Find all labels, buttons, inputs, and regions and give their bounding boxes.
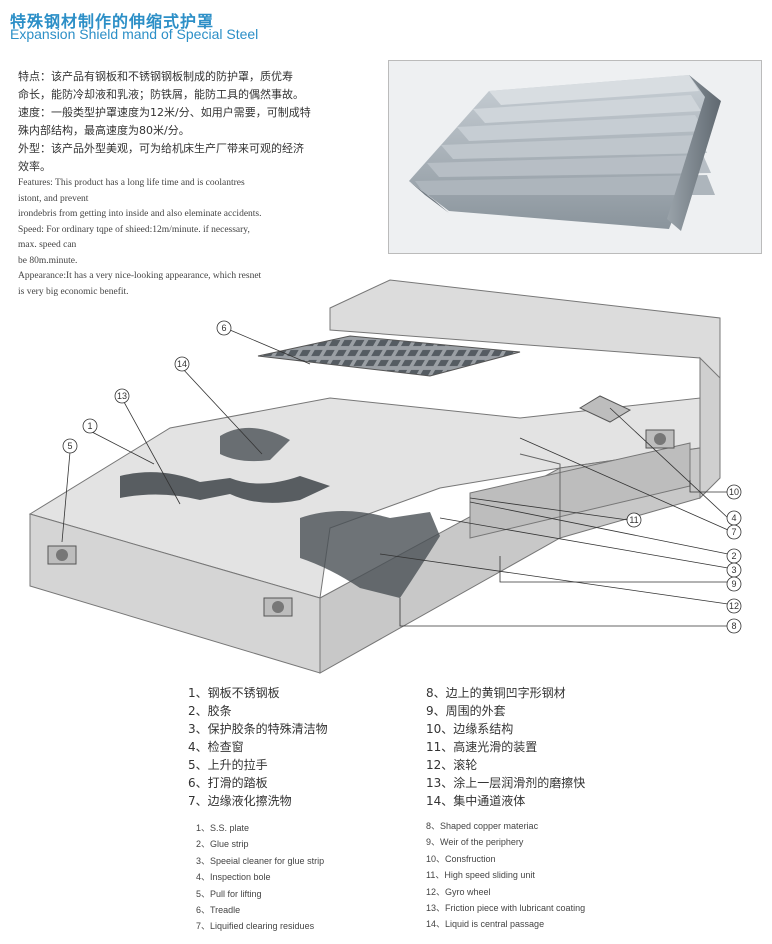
callout-8: 8: [726, 618, 742, 634]
list-item: 9、周围的外套: [426, 704, 506, 718]
intro-cn-line: 殊内部结构，最高速度为80米/分。: [18, 124, 190, 137]
callout-2: 2: [726, 548, 742, 564]
callout-1: 1: [82, 418, 98, 434]
list-item: 6、Treadle: [196, 905, 241, 916]
list-item: 7、边缘液化擦洗物: [188, 794, 292, 808]
intro-en-line: Features: This product has a long life t…: [18, 178, 245, 188]
svg-text:2: 2: [731, 551, 736, 561]
intro-cn-line: 速度：一般类型护罩速度为12米/分、如用户需要，可制成特: [18, 106, 311, 119]
telescopic-cover-illustration: [389, 61, 761, 253]
svg-text:13: 13: [117, 391, 127, 401]
callout-13: 13: [114, 388, 130, 404]
callout-9: 9: [726, 576, 742, 592]
svg-text:12: 12: [729, 601, 739, 611]
list-item: 14、Liquid is central passage: [426, 919, 545, 930]
intro-en-line: max. speed can: [18, 240, 77, 250]
list-item: 14、集中通道液体: [426, 794, 526, 808]
list-item: 8、边上的黄铜凹字形钢材: [426, 686, 566, 700]
list-item: 3、保护胶条的特殊清洁物: [188, 722, 328, 736]
intro-cn-line: 命长，能防冷却液和乳液；防铁屑，能防工具的偶然事故。: [18, 88, 304, 101]
svg-text:9: 9: [731, 579, 736, 589]
callout-3: 3: [726, 562, 742, 578]
list-item: 3、Speeial cleaner for glue strip: [196, 855, 325, 866]
list-item: 11、High speed sliding unit: [426, 870, 535, 881]
list-item: 11、高速光滑的装置: [426, 740, 538, 754]
callout-10: 10: [726, 484, 742, 500]
svg-text:3: 3: [731, 565, 736, 575]
list-item: 10、边缘系结构: [426, 722, 514, 736]
page-subtitle: Expansion Shield mand of Special Steel: [10, 26, 259, 42]
svg-text:14: 14: [177, 359, 187, 369]
svg-text:11: 11: [629, 515, 638, 525]
callout-12: 12: [726, 598, 742, 614]
list-item: 6、打滑的踏板: [188, 776, 268, 790]
intro-text: 特点：该产品有钢板和不锈钢钢板制成的防护罩，质优寿 命长，能防冷却液和乳液；防铁…: [18, 68, 370, 300]
list-item: 4、检查窗: [188, 740, 244, 754]
svg-text:6: 6: [221, 323, 226, 333]
intro-en-line: Appearance:It has a very nice-looking ap…: [18, 271, 262, 281]
svg-text:4: 4: [731, 513, 736, 523]
page-title: 特殊钢材制作的伸缩式护罩: [10, 12, 215, 31]
callout-6: 6: [216, 320, 232, 336]
list-item: 12、滚轮: [426, 758, 478, 772]
intro-en-line: is very big economic benefit.: [18, 286, 129, 297]
callout-4: 4: [726, 510, 742, 526]
callout-14: 14: [174, 356, 190, 372]
list-item: 8、Shaped copper materiac: [426, 821, 539, 831]
list-item: 1、S.S. plate: [196, 823, 250, 833]
callout-7: 7: [726, 524, 742, 540]
list-item: 13、Friction piece with lubricant coating: [426, 903, 586, 914]
list-item: 1、钢板不锈钢板: [188, 686, 280, 700]
callout-5: 5: [62, 438, 78, 454]
callout-11: 11: [626, 512, 642, 528]
product-photo: [388, 60, 762, 254]
svg-text:1: 1: [87, 421, 92, 431]
list-item: 10、Consfruction: [426, 853, 496, 864]
svg-text:5: 5: [67, 441, 72, 451]
svg-text:10: 10: [729, 487, 739, 497]
parts-list-en-left: 1、S.S. plate 2、Glue strip 3、Speeial clea…: [196, 820, 324, 935]
list-item: 4、Inspection bole: [196, 872, 271, 883]
list-item: 7、Liquified clearing residues: [196, 921, 315, 932]
list-item: 2、胶条: [188, 704, 232, 718]
svg-text:8: 8: [731, 621, 736, 631]
treadle-grid: [257, 335, 521, 377]
intro-en-line: irondebris from getting into inside and …: [18, 209, 262, 219]
intro-cn-line: 外型：该产品外型美观，可为给机床生产厂带来可观的经济: [18, 142, 304, 155]
structure-diagram: 6 14 13 1 5 10 4 7 11 2 3 9 12 8: [0, 268, 772, 678]
intro-cn-line: 特点：该产品有钢板和不锈钢钢板制成的防护罩，质优寿: [18, 70, 293, 83]
intro-en-line: be 80m.minute.: [18, 255, 78, 266]
list-item: 5、Pull for lifting: [196, 888, 262, 899]
list-item: 12、Gyro wheel: [426, 886, 491, 897]
list-item: 5、上升的拉手: [188, 758, 268, 772]
list-item: 9、Weir of the periphery: [426, 837, 524, 848]
parts-list-cn-right: 8、边上的黄铜凹字形钢材 9、周围的外套 10、边缘系结构 11、高速光滑的装置…: [426, 684, 585, 810]
list-item: 13、涂上一层润滑剂的磨擦快: [426, 776, 586, 790]
list-item: 2、Glue strip: [196, 839, 249, 850]
intro-en-line: Speed: For ordinary tqpe of shieed:12m/m…: [18, 224, 250, 235]
parts-list-cn-left: 1、钢板不锈钢板 2、胶条 3、保护胶条的特殊清洁物 4、检查窗 5、上升的拉手…: [188, 684, 328, 810]
svg-text:7: 7: [731, 527, 736, 537]
intro-en-line: istont, and prevent: [18, 193, 89, 204]
parts-list-en-right: 8、Shaped copper materiac 9、Weir of the p…: [426, 818, 585, 933]
intro-cn-line: 效率。: [18, 160, 51, 173]
